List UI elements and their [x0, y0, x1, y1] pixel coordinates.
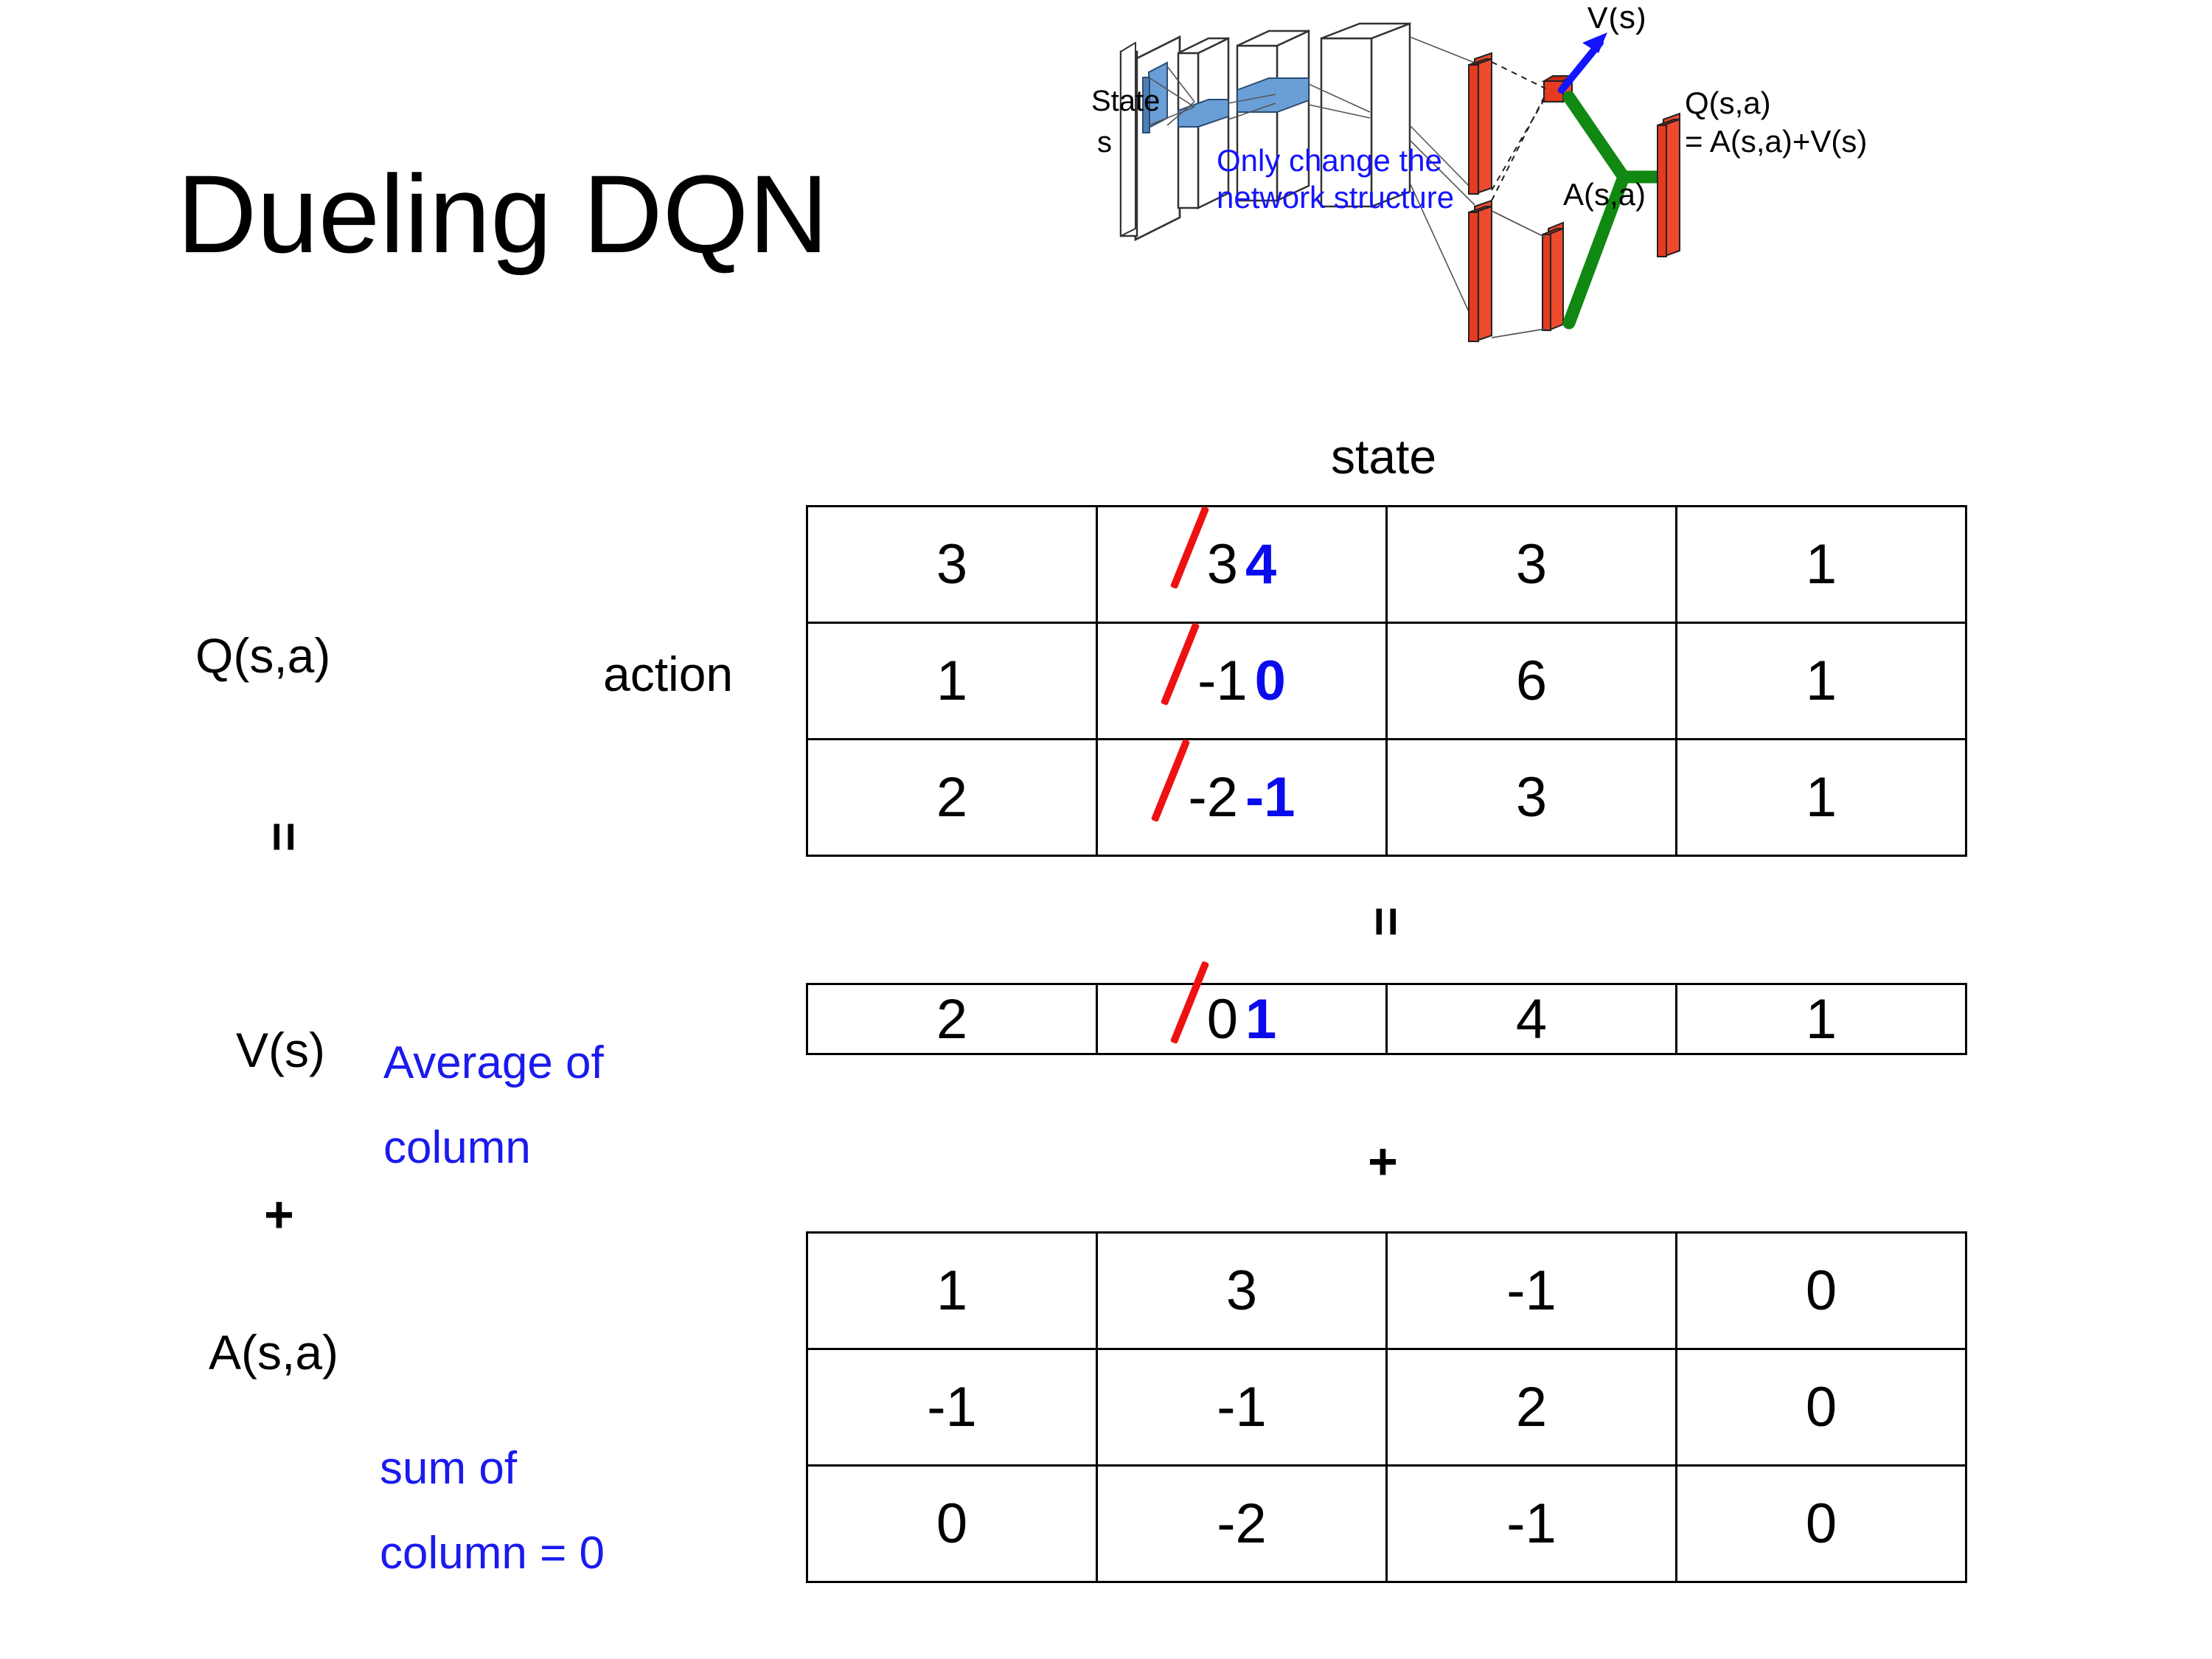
a-cell-2-1: -2 — [1096, 1464, 1388, 1583]
a-cell-2-3: 0 — [1675, 1464, 1967, 1583]
q-cell-2-1-new-value: -1 — [1245, 766, 1295, 829]
v-cell-0-0: 2 — [806, 983, 1098, 1055]
a-annotation-line2: column = 0 — [380, 1528, 605, 1579]
advantage-stream-bar-shape — [1468, 199, 1492, 343]
conv-block-3-shape — [1320, 22, 1411, 208]
v-matrix-table: 2 0 1 4 1 — [806, 960, 1967, 1055]
state-axis-label: state — [1331, 429, 1437, 484]
q-function-label: Q(s,a) — [195, 628, 331, 683]
dashed-links — [1491, 61, 1546, 201]
a-function-label: A(s,a) — [209, 1325, 339, 1380]
v-annotation-line2: column — [383, 1122, 531, 1173]
a-cell-0-1: 3 — [1096, 1231, 1388, 1350]
q-output-bar-shape — [1657, 112, 1680, 258]
v-function-label: V(s) — [236, 1023, 325, 1077]
a-cell-0-2: -1 — [1385, 1231, 1677, 1350]
strikethrough-mark — [1151, 739, 1191, 823]
q-cell-2-2: 3 — [1385, 738, 1677, 857]
a-cell-1-2: 2 — [1385, 1348, 1677, 1467]
a-matrix-table: 1 3 -1 0 -1 -1 2 0 0 -2 -1 0 — [806, 1231, 1967, 1583]
conv-block-1-shape — [1177, 36, 1230, 210]
table-row: 3 3 4 3 1 — [806, 505, 1967, 624]
state-input-label-line1: State — [1091, 85, 1160, 117]
dueling-network-diagram: State s Only change the network structur… — [1091, 7, 2205, 409]
a-cell-2-0: 0 — [806, 1464, 1098, 1583]
input-plane-shape — [1119, 35, 1181, 242]
connection-lines — [1148, 36, 1475, 325]
table-row: 1 -1 0 6 1 — [806, 622, 1967, 740]
q-cell-2-1-old-value: -2 — [1188, 766, 1238, 829]
strikethrough-mark — [1160, 622, 1200, 706]
q-cell-1-1-old-value: -1 — [1197, 650, 1248, 712]
value-stream-bar-shape — [1468, 52, 1492, 195]
q-cell-1-3: 1 — [1675, 622, 1967, 740]
q-cell-0-1-new-value: 4 — [1245, 533, 1277, 596]
q-cell-2-1: -2 -1 — [1096, 738, 1388, 857]
q-cell-1-0: 1 — [806, 622, 1098, 740]
q-cell-0-3: 1 — [1675, 505, 1967, 624]
table-row: 0 -2 -1 0 — [806, 1464, 1967, 1583]
v-cell-0-3: 1 — [1675, 983, 1967, 1055]
strikethrough-mark — [1169, 506, 1209, 590]
value-output-label: V(s) — [1587, 7, 1646, 35]
v-cell-0-1: 0 1 — [1096, 960, 1388, 1055]
a-cell-1-3: 0 — [1675, 1348, 1967, 1467]
q-cell-2-3: 1 — [1675, 738, 1967, 857]
action-axis-label: action — [603, 647, 734, 701]
q-cell-0-0: 3 — [806, 505, 1098, 624]
advantage-vector-bar-shape — [1542, 221, 1564, 332]
a-cell-1-1: -1 — [1096, 1348, 1388, 1467]
plus-operator-middle: + — [1368, 1133, 1398, 1190]
q-cell-1-1-new-value: 0 — [1254, 650, 1286, 712]
v-cell-0-1-old-value: 0 — [1206, 987, 1238, 1051]
value-arrow-icon — [1558, 32, 1607, 94]
q-output-label-line1: Q(s,a) — [1685, 86, 1771, 120]
a-annotation-line1: sum of — [380, 1443, 518, 1494]
a-cell-0-0: 1 — [806, 1231, 1098, 1350]
q-cell-0-1-old-value: 3 — [1206, 533, 1238, 596]
input-patch-shape — [1142, 61, 1168, 133]
table-row: 2 -2 -1 3 1 — [806, 738, 1967, 857]
v-cell-0-2: 4 — [1385, 983, 1677, 1055]
a-cell-1-0: -1 — [806, 1348, 1098, 1467]
conv-block-2-shape — [1236, 29, 1310, 202]
equals-operator-left: = — [255, 821, 313, 852]
network-note-line2: network structure — [1217, 180, 1454, 215]
v-annotation-line1: Average of — [383, 1037, 604, 1088]
network-note-line1: Only change the — [1217, 143, 1442, 178]
aggregation-fork-shape — [1562, 91, 1667, 330]
state-input-label-line2: s — [1097, 126, 1112, 159]
q-cell-2-0: 2 — [806, 738, 1098, 857]
q-cell-0-2: 3 — [1385, 505, 1677, 624]
q-matrix-table: 3 3 4 3 1 1 -1 0 6 1 2 -2 -1 — [806, 505, 1967, 857]
table-row: -1 -1 2 0 — [806, 1348, 1967, 1467]
equals-operator-middle: = — [1357, 906, 1416, 937]
q-cell-1-2: 6 — [1385, 622, 1677, 740]
v-cell-0-1-new-value: 1 — [1245, 987, 1277, 1051]
strikethrough-mark — [1169, 960, 1209, 1044]
advantage-output-label: A(s,a) — [1563, 177, 1646, 212]
page-title: Dueling DQN — [177, 152, 829, 276]
q-output-label-line2: = A(s,a)+V(s) — [1685, 124, 1867, 159]
table-row: 2 0 1 4 1 — [806, 960, 1967, 1055]
plus-operator-left: + — [264, 1186, 294, 1243]
q-cell-0-1: 3 4 — [1096, 505, 1388, 624]
table-row: 1 3 -1 0 — [806, 1231, 1967, 1350]
a-cell-0-3: 0 — [1675, 1231, 1967, 1350]
a-cell-2-2: -1 — [1385, 1464, 1677, 1583]
q-cell-1-1: -1 0 — [1096, 622, 1388, 740]
